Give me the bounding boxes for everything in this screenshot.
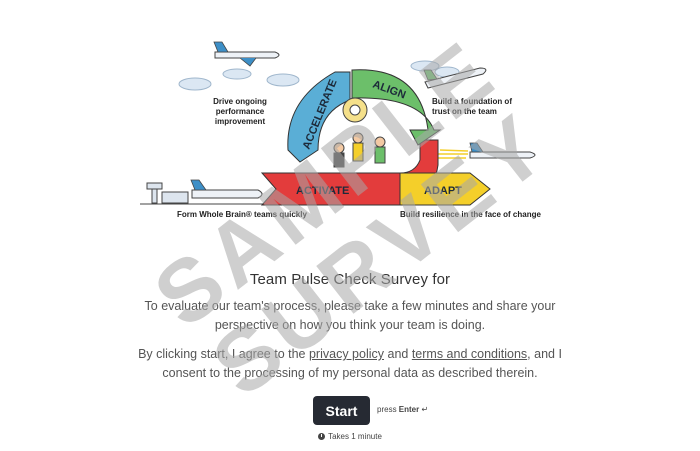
consent-suffix: , and I consent to the processing of my …: [162, 347, 562, 380]
consent-prefix: By clicking start, I agree to the: [138, 347, 309, 361]
caption-build-line2: trust on the team: [432, 107, 497, 116]
airplane-icon: [213, 41, 280, 67]
team-gear-icon: [333, 97, 386, 168]
airplane-icon: [190, 179, 263, 199]
airplane-icon: [423, 67, 487, 89]
survey-title: Team Pulse Check Survey for: [249, 271, 451, 288]
hint-key: Enter: [398, 405, 420, 414]
survey-intro: To evaluate our team's process, please t…: [144, 299, 556, 332]
privacy-policy-link[interactable]: privacy policy: [308, 347, 385, 361]
duration-note: Takes 1 minute: [0, 432, 700, 441]
hint-prefix: press: [377, 405, 399, 414]
align-segment: [351, 69, 442, 146]
duration-text: Takes 1 minute: [328, 432, 382, 441]
activate-label: ACTIVATE: [296, 185, 349, 197]
adapt-segment: [399, 172, 491, 206]
caption-drive-line1: Drive ongoing: [213, 97, 267, 106]
enter-icon: ↵: [421, 405, 429, 414]
consent-text: By clicking start, I agree to the privac…: [130, 345, 570, 383]
start-button[interactable]: Start: [313, 396, 370, 425]
caption-resilience: Build resilience in the face of change: [400, 210, 541, 219]
caption-drive-line3: improvement: [215, 117, 266, 126]
terms-link[interactable]: terms and conditions: [411, 347, 528, 361]
caption-form: Form Whole Brain® teams quickly: [177, 210, 307, 219]
adapt-label: ADAPT: [424, 185, 462, 197]
caption-drive-line2: performance: [216, 107, 265, 116]
enter-hint: press Enter ↵: [377, 405, 428, 414]
airplane-icon: [430, 142, 536, 159]
clock-icon: [318, 433, 326, 440]
caption-build-line1: Build a foundation of: [432, 97, 512, 106]
consent-and: and: [384, 347, 412, 361]
accelerate-segment: [287, 71, 351, 163]
hero-illustration: ACCELERATE ALIGN ACTIVATE ADAPT Drive on…: [140, 41, 541, 219]
